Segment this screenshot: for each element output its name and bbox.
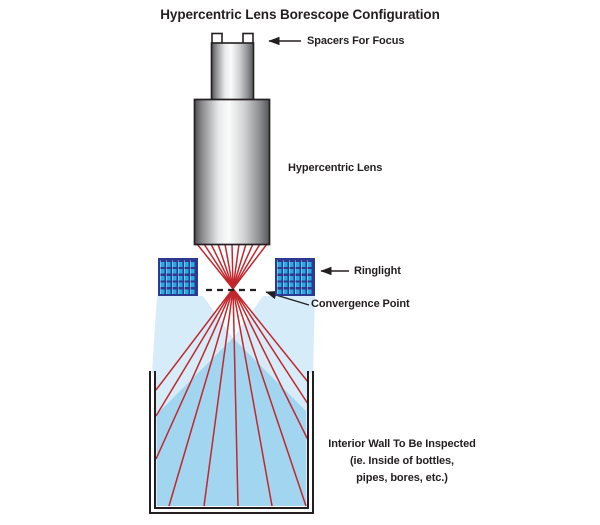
spacer-right: [242, 32, 254, 45]
light-cone-outer: [152, 296, 315, 373]
callout-arrows: [265, 36, 349, 306]
lens-barrel: [210, 42, 255, 101]
convergence-point-label: Convergence Point: [311, 298, 410, 310]
diagram-title: Hypercentric Lens Borescope Configuratio…: [160, 7, 440, 22]
interior-wall-label-line2: (ie. Inside of bottles,: [349, 455, 455, 467]
ringlight-left-grid: [158, 258, 198, 296]
light-cone-inner: [157, 338, 306, 506]
light-ray: [155, 243, 268, 391]
container-walls: [149, 371, 314, 514]
container-inner-wall: [154, 371, 309, 509]
spacer-left: [211, 32, 223, 45]
interior-wall-label-line1: Interior Wall To Be Inspected: [328, 438, 476, 450]
interior-wall-label: Interior Wall To Be Inspected (ie. Insid…: [316, 436, 488, 487]
light-rays: [155, 243, 309, 507]
spacers-label: Spacers For Focus: [307, 35, 405, 47]
light-ray: [210, 243, 309, 441]
ringlight-right-grid: [275, 258, 315, 296]
light-ray: [196, 243, 309, 383]
container-outer-wall: [149, 371, 314, 514]
light-ray: [155, 243, 261, 417]
light-ray: [203, 243, 309, 405]
ringlight-label: Ringlight: [354, 265, 401, 277]
light-ray: [155, 243, 254, 460]
interior-wall-label-line3: pipes, bores, etc.): [356, 472, 448, 484]
hypercentric-lens-body: [193, 98, 271, 246]
hypercentric-lens-label: Hypercentric Lens: [288, 162, 383, 174]
convergence-arrow: [265, 291, 310, 306]
